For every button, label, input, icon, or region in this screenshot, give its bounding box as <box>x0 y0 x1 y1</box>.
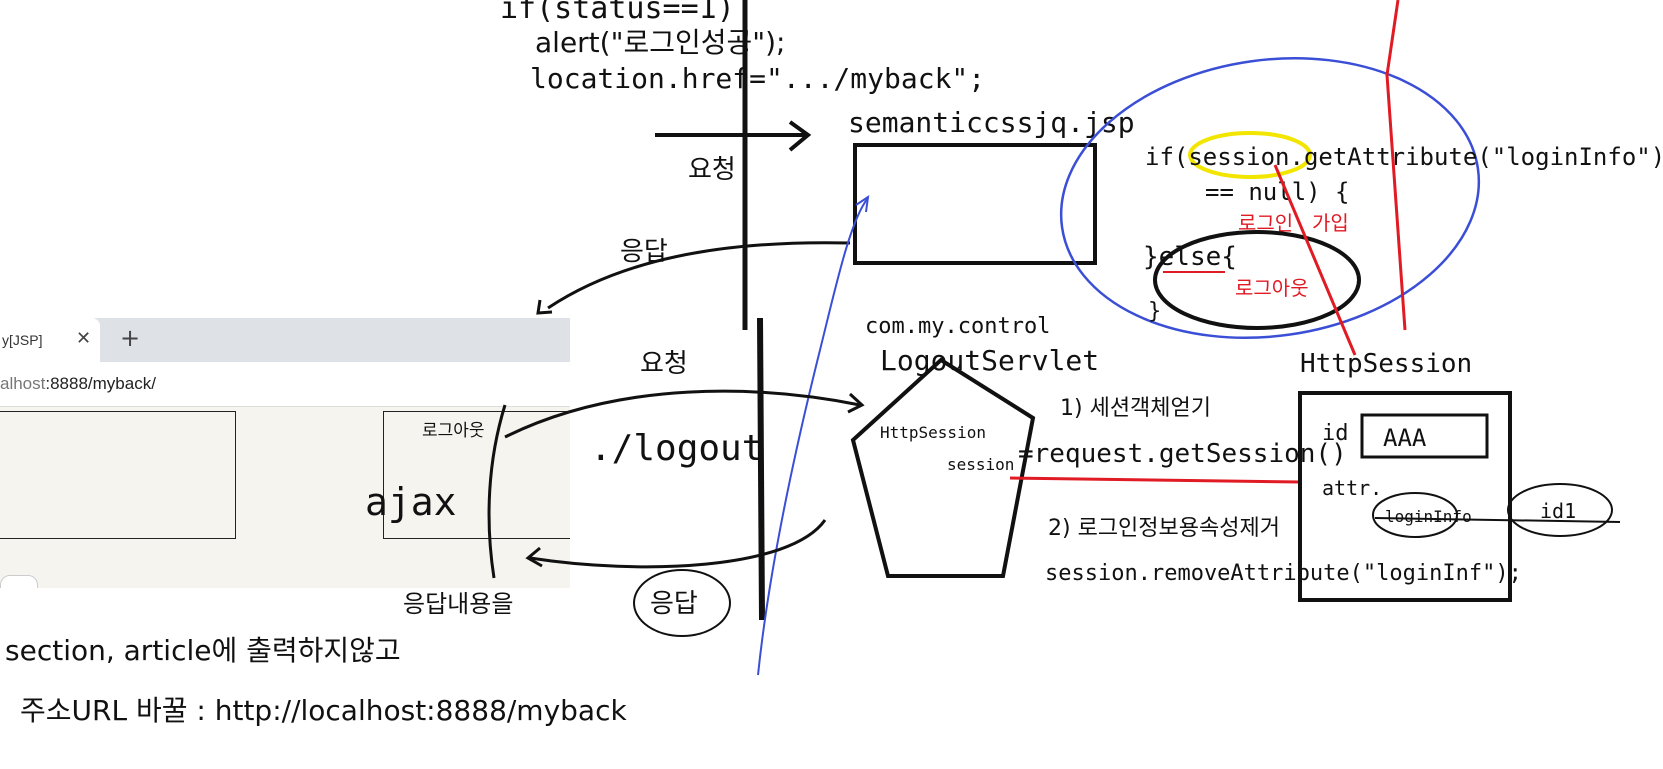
location-line: location.href=".../myback"; <box>530 62 985 95</box>
attr-label: attr. <box>1322 476 1382 500</box>
servlet-label: LogoutServlet <box>880 344 1099 377</box>
if-line: if(session.getAttribute("loginInfo") <box>1145 143 1663 171</box>
logout-link[interactable]: 로그아웃 <box>422 421 485 441</box>
request-label-top: 요청 <box>688 155 736 185</box>
httpsession-title: HttpSession <box>1300 349 1472 379</box>
signup-label: 가입 <box>1312 211 1349 235</box>
else-ellipse <box>1153 230 1361 330</box>
session-logic-ellipse <box>1059 57 1481 339</box>
article-box: 로그아웃 <box>383 411 570 539</box>
step1-label: 1) 세션객체얻기 <box>1060 396 1211 421</box>
address-path: :8888/myback/ <box>45 374 156 393</box>
request-label-lower: 요청 <box>640 349 688 379</box>
url-change-line: 주소URL 바꿀 : http://localhost:8888/myback <box>20 694 627 727</box>
session-highlight-ellipse <box>1188 131 1312 179</box>
session-var-label: session <box>947 455 1014 474</box>
browser-window: y[JSP] ✕ + alhost:8888/myback/ 로그아웃 <box>0 318 570 588</box>
jsp-box <box>853 143 1097 265</box>
response-arrow-lower <box>529 519 827 569</box>
blue-redirect-curve <box>757 197 869 676</box>
remove-attr-line: session.removeAttribute("loginInf"); <box>1045 561 1522 586</box>
request-arrow-top-head <box>788 120 812 152</box>
response-label-lower: 응답 <box>650 589 698 619</box>
logout-path-label: ./logout <box>590 428 763 469</box>
get-session-line: =request.getSession() <box>1018 439 1347 469</box>
step2-label: 2) 로그인정보용속성제거 <box>1048 516 1280 541</box>
logout-red-label: 로그아웃 <box>1235 276 1309 300</box>
page-content: 로그아웃 <box>0 407 570 588</box>
response-body-label: 응답내용을 <box>403 590 513 618</box>
response-circle <box>633 569 731 637</box>
attr-val-ellipse <box>1507 483 1613 537</box>
blue-redirect-head <box>855 194 870 213</box>
else-line: }else{ <box>1143 242 1237 272</box>
httpsession-in-label: HttpSession <box>880 423 986 442</box>
red-link-line-left <box>1273 164 1357 356</box>
section-article-line: section, article에 출력하지않고 <box>5 634 401 667</box>
red-session-underline <box>1009 476 1301 484</box>
jsp-label: semanticcssjq.jsp <box>848 106 1135 139</box>
address-host: alhost <box>0 374 46 393</box>
status-line: if(status==1) <box>500 0 735 26</box>
response-label-top: 응답 <box>620 237 668 267</box>
new-tab-button[interactable]: + <box>120 324 141 352</box>
ajax-curve <box>487 404 507 579</box>
section-box <box>0 411 236 539</box>
id-label: id <box>1322 421 1349 446</box>
close-icon[interactable]: ✕ <box>76 328 92 349</box>
id-value: AAA <box>1383 424 1427 452</box>
null-line: == null) { <box>1205 178 1350 206</box>
browser-tab[interactable]: y[JSP] ✕ <box>0 318 100 362</box>
attr-key: loginInfo <box>1385 507 1472 526</box>
alert-line: alert("로그인성공"); <box>535 26 786 59</box>
servlet-pentagon <box>850 357 1036 578</box>
id-value-box <box>1360 413 1489 459</box>
close-brace: } <box>1148 299 1161 324</box>
package-label: com.my.control <box>865 314 1050 339</box>
red-link-line-right <box>1385 0 1407 331</box>
tab-bar: y[JSP] ✕ + <box>0 318 570 362</box>
address-text[interactable]: alhost:8888/myback/ <box>0 374 156 394</box>
attr-key-ellipse <box>1372 492 1458 538</box>
response-arrow-top-head <box>536 299 553 315</box>
tab-title: y[JSP] <box>2 332 43 348</box>
divider-line-lower <box>757 317 765 621</box>
attr-strikeout <box>1374 517 1621 523</box>
search-icon <box>0 575 38 588</box>
attr-val: id1 <box>1540 499 1576 523</box>
response-arrow-top <box>547 241 851 310</box>
httpsession-box <box>1298 391 1512 602</box>
ajax-label: ajax <box>365 480 457 524</box>
response-arrow-lower-head <box>525 546 543 568</box>
request-arrow-lower <box>504 389 861 439</box>
address-bar[interactable]: alhost:8888/myback/ <box>0 362 570 407</box>
request-arrow-lower-head <box>847 392 865 414</box>
